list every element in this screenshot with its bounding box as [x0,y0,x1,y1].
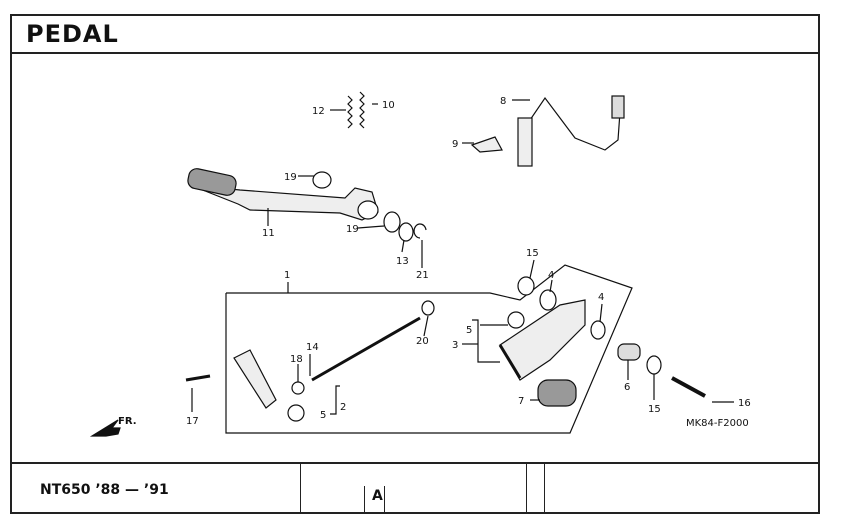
callout-9: 9 [452,139,458,150]
spring-10 [359,91,365,129]
sensor-wire [521,96,621,151]
joint-right [507,311,525,329]
step-rubber [537,379,577,407]
callout-18: 18 [290,354,303,365]
callout-10: 10 [382,100,395,111]
front-arrow-icon [89,419,121,437]
pedal-boss [357,200,379,220]
callout-15: 15 [648,404,661,415]
seal-19-top [312,171,332,189]
callout-3: 3 [452,340,458,351]
nut-18 [291,381,305,395]
washer-15-bottom [646,355,662,375]
callout-5: 5 [320,410,326,421]
callout-19: 19 [346,224,359,235]
callout-13: 13 [396,256,409,267]
sensor-connector [611,95,625,119]
model-label: NT650 ’88 — ’91 [40,482,169,498]
callout-21: 21 [416,270,429,281]
footer-divider [526,464,527,512]
callout-19: 19 [284,172,297,183]
footer-divider [544,464,545,512]
callout-1: 1 [284,270,290,281]
gearshift-arm [499,299,586,381]
sensor-body [517,117,533,167]
clip-21 [413,223,427,239]
washer-4-left [539,289,557,311]
assembly-outline [225,264,633,434]
sensor-bracket [470,136,503,153]
callout-20: 20 [416,336,429,347]
spring-12 [347,95,353,129]
callout-7: 7 [518,396,524,407]
leader [330,385,340,415]
callout-17: 17 [186,416,199,427]
callout-15: 15 [526,248,539,259]
leader [549,279,553,293]
page-title: PEDAL [26,20,119,48]
leader [423,315,429,337]
callout-2: 2 [340,402,346,413]
footer-divider [364,486,365,512]
diagram-ref-code: MK84-F2000 [686,418,749,429]
leader [599,303,603,323]
callout-4: 4 [598,292,604,303]
peg-shaft [498,344,522,379]
footer-divider [384,486,385,512]
callout-5: 5 [466,325,472,336]
washer-4-right [590,320,606,340]
callout-12: 12 [312,106,325,117]
footer: NT650 ’88 — ’91 A [12,462,818,512]
front-direction-label: FR. [118,416,137,427]
revision-label: A [372,488,383,504]
callout-11: 11 [262,228,275,239]
collar-6 [617,343,641,361]
washer-15-top [517,276,535,296]
joint-left [287,404,305,422]
callout-8: 8 [500,96,506,107]
callout-6: 6 [624,382,630,393]
page-frame: PEDAL NT650 ’88 — ’91 A [10,14,820,514]
nut-20 [421,300,435,316]
leader [357,225,385,229]
footer-divider [300,464,301,512]
leader [472,319,500,363]
callout-14: 14 [306,342,319,353]
rod-end-left [233,349,277,409]
washer-19 [383,211,401,233]
callout-16: 16 [738,398,751,409]
callout-4: 4 [548,270,554,281]
leader [529,259,535,279]
title-bar: PEDAL [12,16,818,54]
washer-13 [398,222,414,242]
shift-rod [311,316,421,382]
bolt-17 [185,374,211,382]
pedal-rubber [187,168,237,196]
bolt-16 [671,376,706,398]
leader [401,239,405,253]
